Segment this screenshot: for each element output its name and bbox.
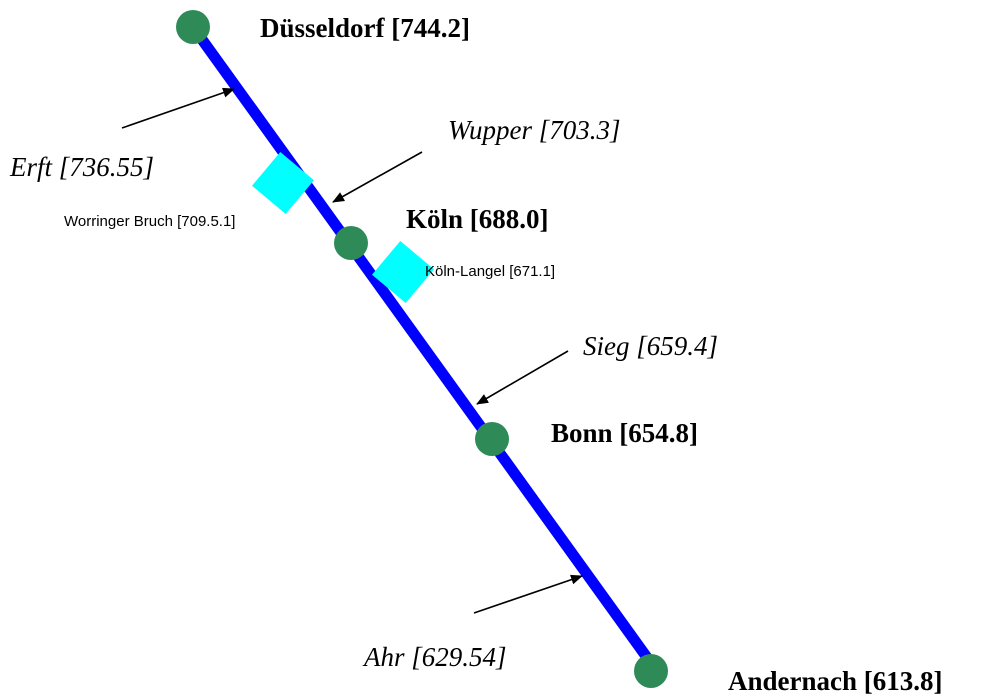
tributary-arrow-ahr <box>473 574 583 614</box>
city-marker-duesseldorf <box>176 10 210 44</box>
city-label-koeln: Köln [688.0] <box>406 204 549 234</box>
tributary-label-ahr: Ahr [629.54] <box>362 642 507 672</box>
tributary-arrow-sieg <box>476 350 569 405</box>
city-marker-bonn <box>475 422 509 456</box>
city-marker-koeln <box>334 226 368 260</box>
tributary-label-sieg: Sieg [659.4] <box>583 331 718 361</box>
city-label-andernach: Andernach [613.8] <box>728 666 943 696</box>
tributary-label-erft: Erft [736.55] <box>9 152 154 182</box>
tributary-arrow-wupper <box>332 151 423 203</box>
tributary-arrow-erft <box>121 87 235 129</box>
station-label-koeln-langel: Köln-Langel [671.1] <box>425 263 555 280</box>
city-marker-andernach <box>634 654 668 688</box>
station-label-worringer-bruch: Worringer Bruch [709.5.1] <box>64 213 235 230</box>
station-marker-worringer-bruch <box>252 152 314 214</box>
tributary-label-wupper: Wupper [703.3] <box>448 115 621 145</box>
city-label-bonn: Bonn [654.8] <box>551 418 698 448</box>
station-marker-koeln-langel <box>372 241 434 303</box>
rhine-river-line <box>187 21 662 676</box>
city-label-duesseldorf: Düsseldorf [744.2] <box>260 13 470 43</box>
